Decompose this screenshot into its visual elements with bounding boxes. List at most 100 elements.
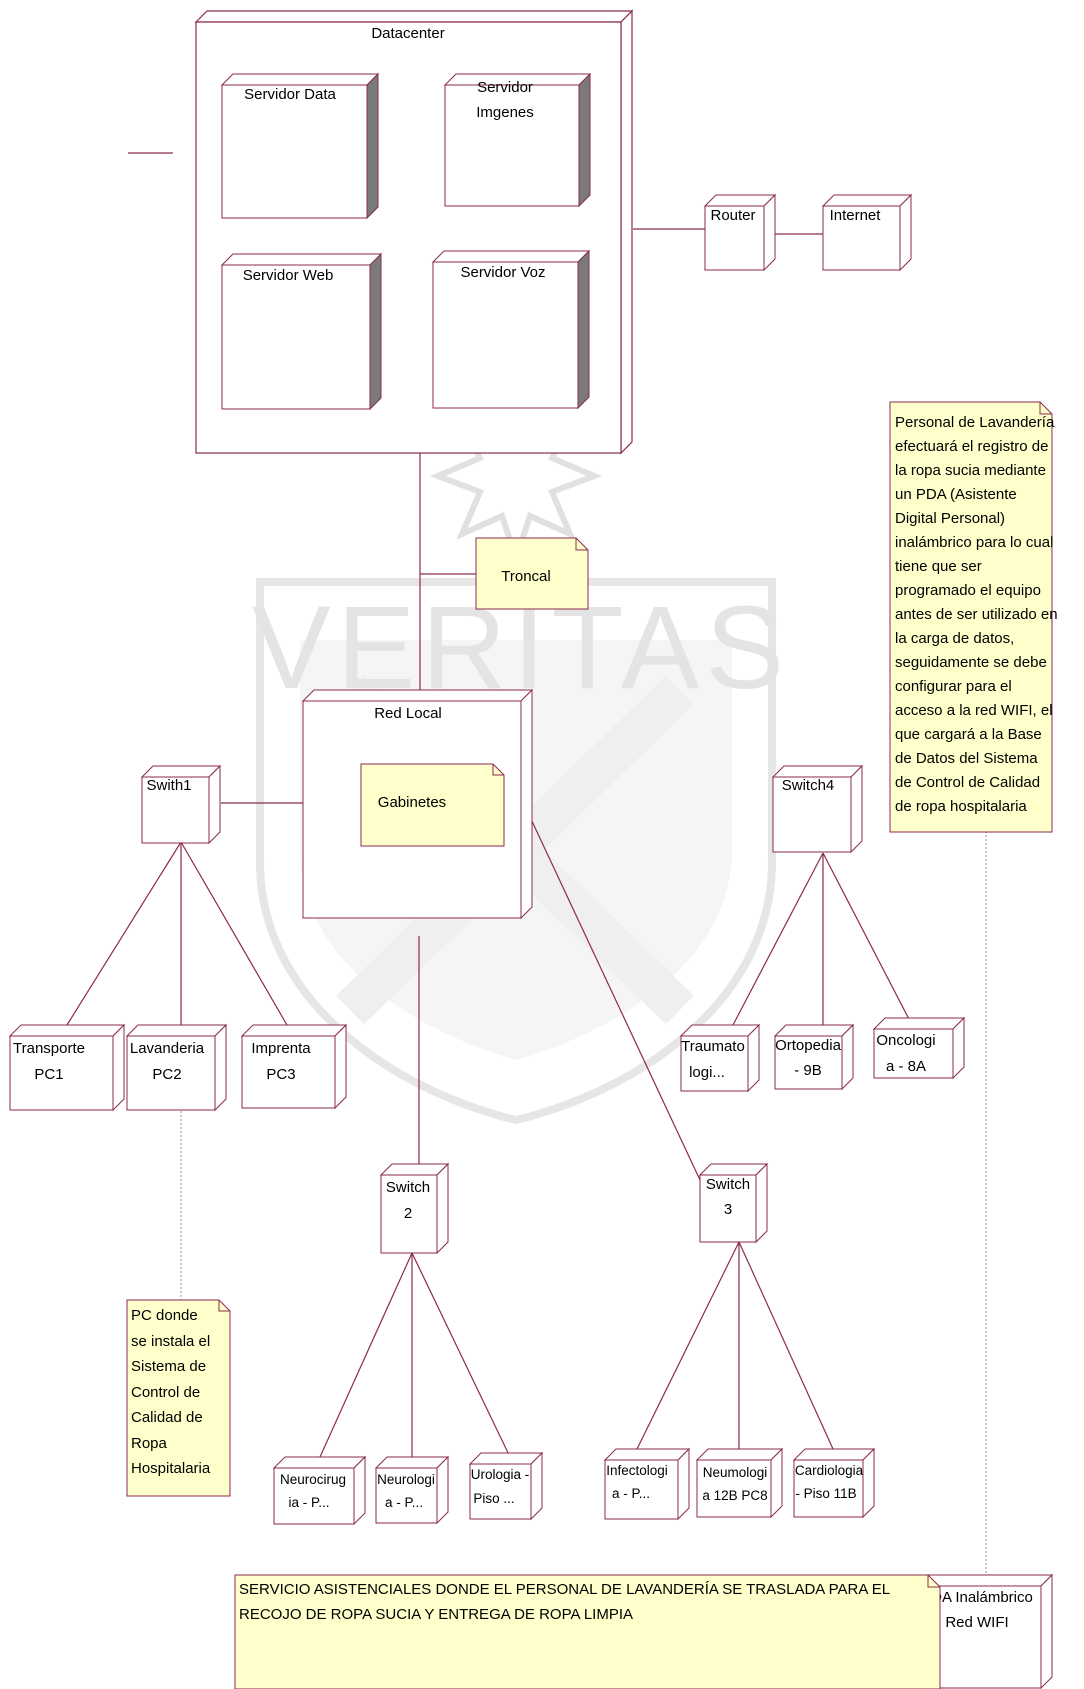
pc-note[interactable]: PC donde se instala el Sistema de Contro… <box>126 1299 231 1497</box>
link-switch4-traumatologia <box>732 852 824 1026</box>
neurologia-label-1: Neurologi <box>377 1472 435 1487</box>
switch2-label-2: 2 <box>404 1205 412 1222</box>
servidor-data-node[interactable]: Servidor Data <box>220 72 380 220</box>
pda-note-line: de Datos del Sistema <box>895 750 1038 767</box>
link-swith1-transporte <box>66 841 182 1026</box>
lavanderia-label-1: Lavanderia <box>130 1040 205 1057</box>
link-switch3-cardiologia <box>738 1241 834 1450</box>
troncal-label: Troncal <box>501 568 550 585</box>
link-swith1-imprenta <box>180 841 288 1026</box>
imprenta-label-2: PC3 <box>266 1066 295 1083</box>
pda-note-line: Digital Personal) <box>895 510 1005 527</box>
pda-note-line: un PDA (Asistente <box>895 486 1017 503</box>
ortopedia-node[interactable]: Ortopedia - 9B <box>773 1023 855 1091</box>
servidor-web-label: Servidor Web <box>243 267 334 284</box>
pda-note-line: tiene que ser <box>895 558 982 575</box>
pc-note-line: Control de <box>131 1384 200 1401</box>
router-node[interactable]: Router <box>703 193 777 272</box>
gabinetes-note[interactable]: Gabinetes <box>360 763 505 847</box>
link-switch2-urologia <box>411 1252 511 1458</box>
neumologia-node[interactable]: Neumologi a 12B PC8 <box>695 1447 784 1519</box>
ortopedia-label-2: - 9B <box>794 1062 822 1079</box>
pda-note-line: la ropa sucia mediante <box>895 462 1046 479</box>
pda-note-line: configurar para el <box>895 678 1012 695</box>
servicio-note[interactable]: SERVICIO ASISTENCIALES DONDE EL PERSONAL… <box>234 1574 941 1689</box>
infectologia-label-1: Infectologi <box>606 1463 668 1478</box>
neurologia-node[interactable]: Neurologi a - P... <box>374 1455 450 1525</box>
lavanderia-label-2: PC2 <box>152 1066 181 1083</box>
swith1-label: Swith1 <box>146 777 191 794</box>
pda-note-line: Personal de Lavandería <box>895 414 1055 431</box>
pc-note-text: PC donde se instala el Sistema de Contro… <box>131 1307 211 1477</box>
swith1-node[interactable]: Swith1 <box>140 764 222 845</box>
internet-label: Internet <box>830 207 882 224</box>
pc-note-line: se instala el <box>131 1333 210 1350</box>
watermark-shield-icon <box>256 578 776 1125</box>
infectologia-node[interactable]: Infectologi a - P... <box>603 1447 691 1521</box>
switch3-node[interactable]: Switch 3 <box>698 1162 769 1244</box>
pc-note-line: Hospitalaria <box>131 1460 211 1477</box>
imprenta-node[interactable]: Imprenta PC3 <box>240 1023 348 1110</box>
servicio-note-line-2: RECOJO DE ROPA SUCIA Y ENTREGA DE ROPA L… <box>239 1606 633 1623</box>
oncologia-label-1: Oncologi <box>876 1032 935 1049</box>
pda-note[interactable]: Personal de Lavandería efectuará el regi… <box>889 401 1058 833</box>
pda-note-line: antes de ser utilizado en <box>895 606 1058 623</box>
neurocirugia-label-2: ia - P... <box>288 1495 329 1510</box>
pda-note-line: acceso a la red WIFI, el <box>895 702 1053 719</box>
pc-note-line: Calidad de <box>131 1409 203 1426</box>
pda-note-line: de Control de Calidad <box>895 774 1040 791</box>
pc-note-line: PC donde <box>131 1307 198 1324</box>
servidor-imagenes-label-2: Imgenes <box>476 104 534 121</box>
link-switch4-oncologia <box>822 852 913 1026</box>
link-redlocal-switch3 <box>522 801 701 1181</box>
imprenta-label-1: Imprenta <box>251 1040 311 1057</box>
pda-note-line: la carga de datos, <box>895 630 1014 647</box>
pda-note-line: efectuará el registro de <box>895 438 1048 455</box>
troncal-note[interactable]: Troncal <box>475 537 589 610</box>
internet-node[interactable]: Internet <box>821 193 913 272</box>
servidor-voz-node[interactable]: Servidor Voz <box>431 249 591 410</box>
neurocirugia-node[interactable]: Neurocirug ia - P... <box>272 1455 367 1526</box>
note-anchors <box>180 831 987 1575</box>
urologia-label-1: Urologia - <box>471 1467 530 1482</box>
pda-note-line: seguidamente se debe <box>895 654 1047 671</box>
servidor-web-node[interactable]: Servidor Web <box>220 252 383 411</box>
ortopedia-label-1: Ortopedia <box>775 1037 842 1054</box>
neumologia-label-2: a 12B PC8 <box>702 1488 767 1503</box>
servidor-voz-label: Servidor Voz <box>460 264 545 281</box>
cardiologia-label-2: - Piso 11B <box>795 1486 856 1501</box>
gabinetes-label: Gabinetes <box>378 794 446 811</box>
traumatologia-label-1: Traumato <box>681 1038 745 1055</box>
transporte-label-2: PC1 <box>34 1066 63 1083</box>
pda-label-2: Red WIFI <box>945 1614 1008 1631</box>
switch2-node[interactable]: Switch 2 <box>379 1162 450 1255</box>
transporte-node[interactable]: Transporte PC1 <box>8 1023 126 1112</box>
pda-note-line: que cargará a la Base <box>895 726 1042 743</box>
cardiologia-node[interactable]: Cardiologia - Piso 11B <box>792 1447 876 1519</box>
pda-note-line: programado el equipo <box>895 582 1041 599</box>
pc-note-line: Ropa <box>131 1435 168 1452</box>
oncologia-node[interactable]: Oncologi a - 8A <box>872 1016 966 1080</box>
servidor-data-label: Servidor Data <box>244 86 336 103</box>
switch4-node[interactable]: Switch4 <box>771 764 864 854</box>
neumologia-label-1: Neumologi <box>703 1465 768 1480</box>
urologia-node[interactable]: Urologia - Piso ... <box>468 1451 544 1521</box>
cardiologia-label-1: Cardiologia <box>795 1463 864 1478</box>
neurologia-label-2: a - P... <box>385 1495 423 1510</box>
lavanderia-node[interactable]: Lavanderia PC2 <box>125 1023 228 1112</box>
link-switch3-infectologia <box>636 1241 740 1450</box>
servicio-note-line-1: SERVICIO ASISTENCIALES DONDE EL PERSONAL… <box>239 1581 890 1598</box>
red-local-label: Red Local <box>374 705 442 722</box>
oncologia-label-2: a - 8A <box>886 1058 926 1075</box>
servidor-imagenes-node[interactable]: Servidor Imgenes <box>443 72 592 208</box>
urologia-label-2: Piso ... <box>473 1491 514 1506</box>
datacenter-label: Datacenter <box>371 25 444 42</box>
pda-note-line: inalámbrico para lo cual <box>895 534 1053 551</box>
switch3-label-1: Switch <box>706 1176 750 1193</box>
infectologia-label-2: a - P... <box>612 1486 650 1501</box>
switch4-label: Switch4 <box>782 777 835 794</box>
traumatologia-node[interactable]: Traumato logi... <box>679 1023 761 1093</box>
pda-label-1: PDA Inalámbrico <box>921 1589 1033 1606</box>
